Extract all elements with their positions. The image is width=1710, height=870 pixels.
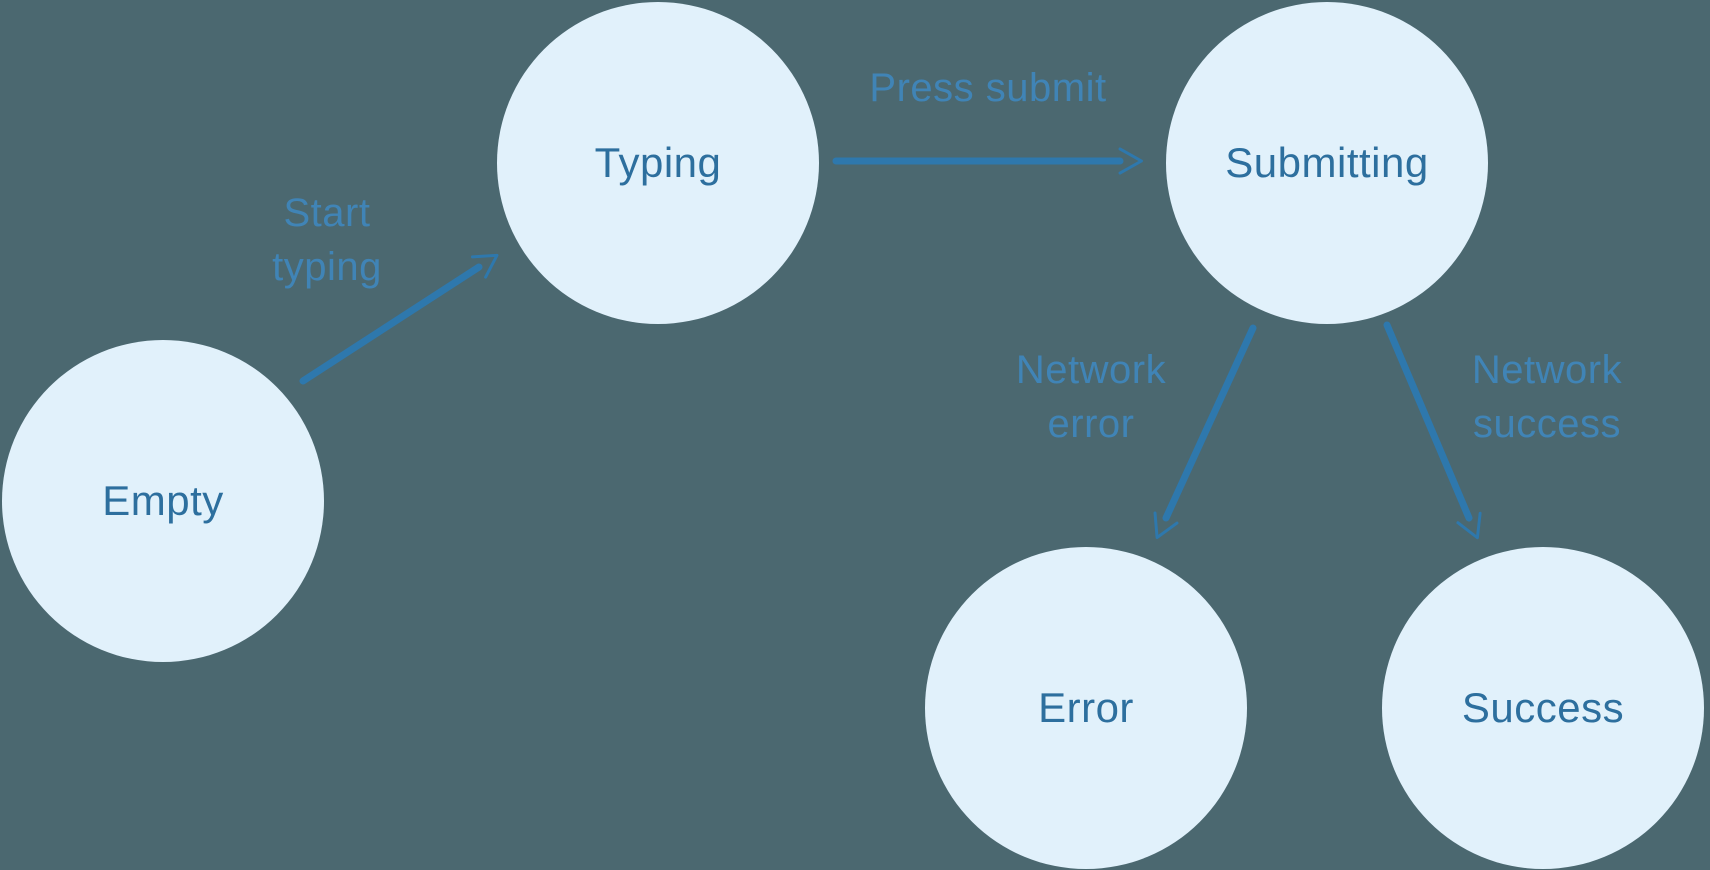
arrow-submitting-to-error bbox=[1153, 324, 1257, 539]
state-label-empty: Empty bbox=[102, 477, 224, 524]
state-node-success: Success bbox=[1382, 547, 1704, 869]
edge-label-network-error: Network error bbox=[1015, 348, 1167, 446]
edge-label-press-submit: Press submit bbox=[869, 66, 1107, 110]
edge-label-network-success: Network success bbox=[1471, 348, 1623, 446]
arrow-empty-to-typing bbox=[299, 253, 499, 385]
state-node-error: Error bbox=[925, 547, 1247, 869]
state-label-typing: Typing bbox=[594, 139, 722, 186]
state-node-typing: Typing bbox=[497, 2, 819, 324]
edge-label-start-typing: Start typing bbox=[272, 191, 382, 289]
state-node-submitting: Submitting bbox=[1166, 2, 1488, 324]
arrow-submitting-to-success bbox=[1383, 321, 1482, 540]
state-label-submitting: Submitting bbox=[1225, 139, 1429, 186]
state-label-success: Success bbox=[1461, 684, 1625, 731]
state-node-empty: Empty bbox=[2, 340, 324, 662]
state-label-error: Error bbox=[1038, 684, 1134, 731]
